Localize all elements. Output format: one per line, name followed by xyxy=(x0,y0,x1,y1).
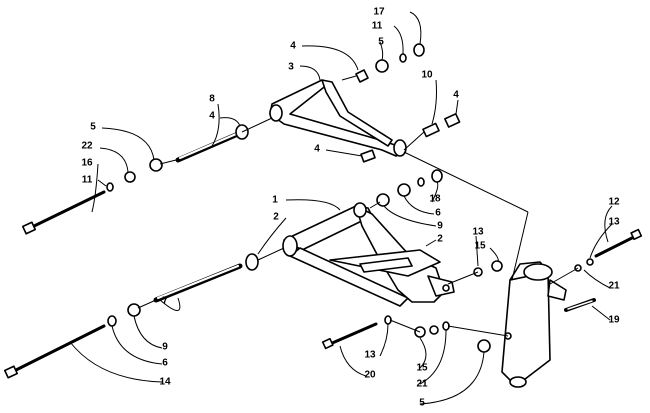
callout-c5b: 5 xyxy=(90,122,96,133)
callout-c21b: 21 xyxy=(416,379,428,390)
bolt-upper-long xyxy=(21,190,106,235)
callout-c20: 20 xyxy=(364,370,376,381)
callout-c13b: 13 xyxy=(608,217,620,228)
callout-c6b: 6 xyxy=(162,358,168,369)
pin-shock xyxy=(564,298,596,312)
bolt-lower-long xyxy=(3,324,106,379)
callout-c21a: 21 xyxy=(608,281,620,292)
callout-c6a: 6 xyxy=(435,208,441,219)
callout-c10: 10 xyxy=(421,70,433,81)
callout-c13c: 13 xyxy=(364,350,376,361)
shock-absorber xyxy=(501,261,567,388)
callout-c15b: 15 xyxy=(416,363,428,374)
callout-c5a: 5 xyxy=(378,37,384,48)
callout-c2a: 2 xyxy=(273,212,279,223)
pivot-tube-upper xyxy=(175,131,241,163)
leader-lines xyxy=(69,11,613,405)
callout-c5c: 5 xyxy=(419,398,425,409)
callout-c1: 1 xyxy=(272,195,278,206)
callout-c4b: 4 xyxy=(453,90,459,101)
callout-c3: 3 xyxy=(288,62,294,73)
callout-c22: 22 xyxy=(81,141,93,152)
bolt-shock-lower xyxy=(321,322,378,350)
callout-c17a: 17 xyxy=(373,7,385,18)
callout-c11b: 11 xyxy=(82,175,93,186)
callout-c11a: 11 xyxy=(372,21,383,32)
callout-c2b: 2 xyxy=(437,234,443,245)
callout-c14: 14 xyxy=(159,377,171,388)
callout-c8: 8 xyxy=(209,94,215,105)
hardware-items xyxy=(106,43,594,353)
callout-c4d: 4 xyxy=(314,144,320,155)
callout-c7: 7 xyxy=(162,296,168,307)
assembly-axes xyxy=(137,75,579,337)
callout-c13a: 13 xyxy=(472,227,484,238)
pivot-tube-lower xyxy=(153,263,243,303)
callout-c9b: 9 xyxy=(162,342,168,353)
callout-c12: 12 xyxy=(608,197,620,208)
bolt-shock-upper xyxy=(594,228,643,258)
callout-c19: 19 xyxy=(608,315,620,326)
callout-c16: 16 xyxy=(81,158,93,169)
lower-a-arm xyxy=(282,202,455,307)
callout-c15a: 15 xyxy=(474,241,486,252)
callout-c18: 18 xyxy=(429,194,441,205)
callout-labels: 1711543104845422161118162913215121321719… xyxy=(81,7,620,409)
callout-c4c: 4 xyxy=(209,111,215,122)
callout-c4a: 4 xyxy=(290,41,296,52)
upper-a-arm xyxy=(269,79,407,157)
callout-c9a: 9 xyxy=(437,221,443,232)
